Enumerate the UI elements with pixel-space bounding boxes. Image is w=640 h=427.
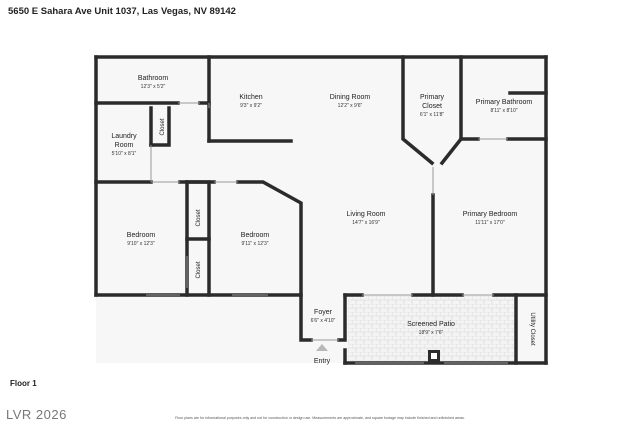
bedroom-middle-dims: 9'11" x 12'3" [241,241,268,247]
screened-patio-dims: 18'9" x 7'6" [419,330,444,336]
dining-room-label: Dining Room [330,94,371,101]
wall-foyer-right [337,293,347,342]
entry-label: Entry [314,358,331,365]
living-room-dims: 14'7" x 16'9" [352,220,380,226]
living-room-label: Living Room [347,211,386,218]
primary-closet-dims: 6'1" x 11'8" [420,112,444,118]
wall-foyer-left [299,293,313,342]
bathroom-dims: 12'3" x 5'2" [141,84,166,90]
primary-closet-label-1: Primary [420,94,445,101]
windows [146,102,508,364]
laundry-label-1: Laundry [111,133,137,140]
bedroom-closet-upper-label: Closet [196,209,202,226]
bedroom-closet-lower-label: Closet [196,261,202,278]
disclaimer: Floor plans are for informational purpos… [175,416,465,420]
bathroom-label: Bathroom [138,75,169,82]
laundry-dims: 5'10" x 8'1" [112,151,137,157]
floor-label: Floor 1 [10,379,37,388]
primary-bedroom-dims: 11'11" x 17'0" [475,220,505,226]
primary-bathroom-label: Primary Bathroom [476,99,533,106]
kitchen-dims: 9'3" x 9'2" [240,103,262,109]
bedroom-middle-label: Bedroom [241,232,270,239]
wall-bed-top [236,180,303,297]
primary-bathroom-dims: 8'11" x 8'10" [490,108,517,114]
wall-bed-closet [185,180,211,297]
dining-room-dims: 12'2" x 9'6" [338,103,363,109]
wall-pc-left [401,55,435,166]
walls [94,55,548,365]
primary-closet-label-2: Closet [422,103,442,110]
address-title: 5650 E Sahara Ave Unit 1037, Las Vegas, … [8,6,236,17]
bedroom-left-dims: 9'10" x 12'3" [127,241,155,247]
foyer-label: Foyer [314,309,333,316]
laundry-closet-label: Closet [160,118,166,135]
screened-patio-label: Screened Patio [407,321,455,328]
entry-arrow-icon [316,344,328,351]
bedroom-left-label: Bedroom [127,232,156,239]
foyer-dims: 6'6" x 4'10" [311,318,336,324]
kitchen-label: Kitchen [239,94,262,101]
utility-closet-label: Utility Closet [529,312,535,346]
primary-bedroom-label: Primary Bedroom [463,211,518,218]
watermark: LVR 2026 [6,407,67,422]
wall-laundry-closet [149,106,171,147]
laundry-label-2: Room [115,142,134,149]
